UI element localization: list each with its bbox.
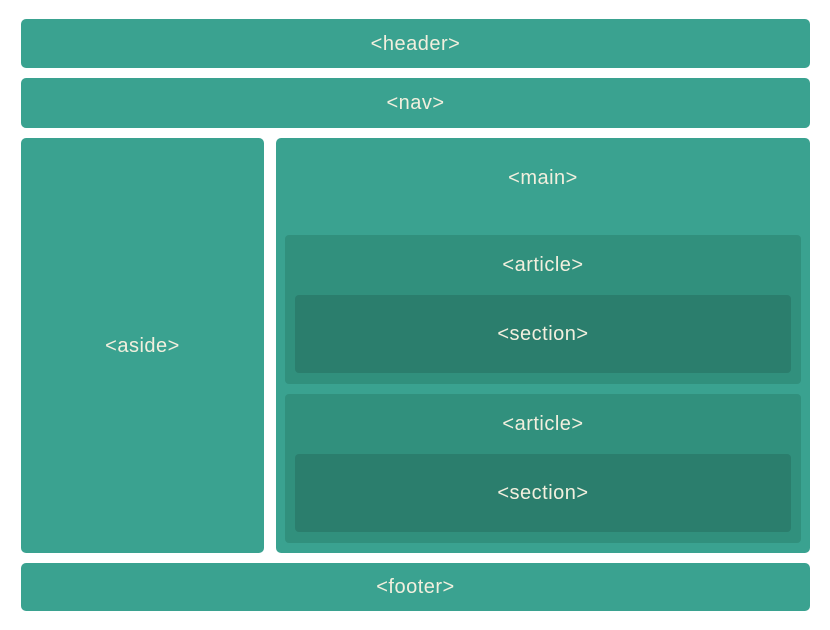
article-label-zone: <article>	[285, 235, 801, 295]
aside-box: <aside>	[21, 138, 264, 553]
main-label-zone: <main>	[285, 148, 801, 207]
section-box: <section>	[295, 295, 791, 373]
article-label: <article>	[502, 254, 584, 276]
article-label: <article>	[502, 413, 584, 435]
footer-box: <footer>	[21, 563, 810, 611]
article-box: <article> <section>	[285, 394, 801, 543]
footer-label: <footer>	[376, 576, 455, 598]
nav-label: <nav>	[386, 92, 445, 114]
nav-box: <nav>	[21, 78, 810, 128]
article-label-zone: <article>	[285, 394, 801, 454]
content-row: <aside> <main> <article> <section> <arti…	[21, 138, 810, 553]
header-label: <header>	[370, 32, 461, 55]
article-box: <article> <section>	[285, 235, 801, 384]
main-box: <main> <article> <section> <article> <se…	[276, 138, 810, 553]
section-label: <section>	[497, 323, 589, 345]
header-box: <header>	[21, 19, 810, 68]
section-label: <section>	[497, 482, 589, 504]
section-box: <section>	[295, 454, 791, 532]
main-label: <main>	[508, 166, 578, 189]
aside-label: <aside>	[105, 334, 180, 357]
